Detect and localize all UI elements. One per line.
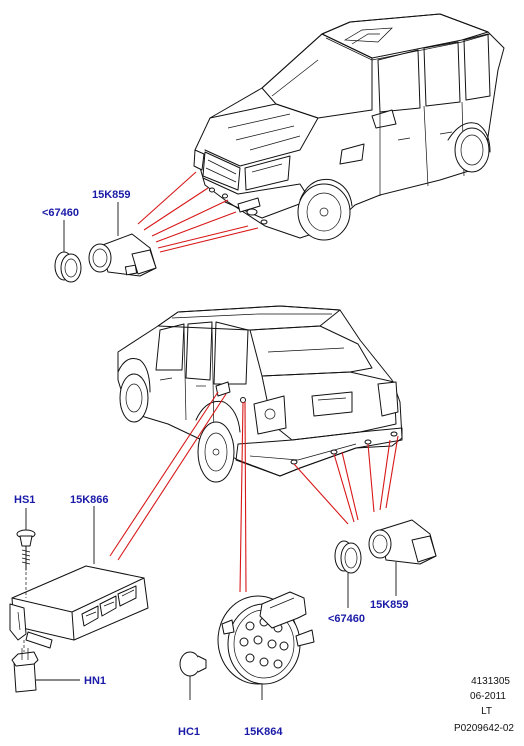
hs1-screw (16, 508, 36, 598)
front-parking-sensor (88, 202, 157, 277)
parking-aid-module (9, 506, 149, 649)
label-front-sensor: 15K859 (92, 189, 131, 201)
reference-drawing-id: P0209642-02 (454, 723, 514, 734)
label-buzzer: 15K864 (244, 726, 283, 738)
label-hs1: HS1 (14, 494, 35, 506)
parking-aid-buzzer (217, 591, 315, 700)
rear-vehicle-illustration (117, 305, 403, 483)
rear-sensor-clip (334, 540, 362, 608)
rear-callout-lines (109, 391, 399, 593)
hn1-clip (11, 640, 80, 693)
part-labels: <67460 15K859 HS1 15K866 <67460 15K859 H… (14, 189, 409, 738)
front-sensor-clip (54, 220, 82, 283)
front-vehicle-illustration (193, 13, 505, 241)
diagram-reference-block: 4131305 06-2011 LT P0209642-02 (454, 676, 514, 734)
reference-code: LT (481, 706, 492, 717)
reference-number: 4131305 (471, 676, 510, 687)
label-module: 15K866 (70, 494, 109, 506)
label-hn1: HN1 (84, 675, 106, 687)
front-sensor-callout-lines (137, 171, 259, 253)
label-rear-sensor: 15K859 (370, 599, 409, 611)
reference-date: 06-2011 (470, 691, 506, 702)
hc1-cap (179, 651, 207, 700)
label-hc1: HC1 (178, 726, 200, 738)
label-front-clip: <67460 (42, 207, 79, 219)
label-rear-clip: <67460 (328, 613, 365, 625)
rear-parking-sensor (368, 519, 437, 596)
